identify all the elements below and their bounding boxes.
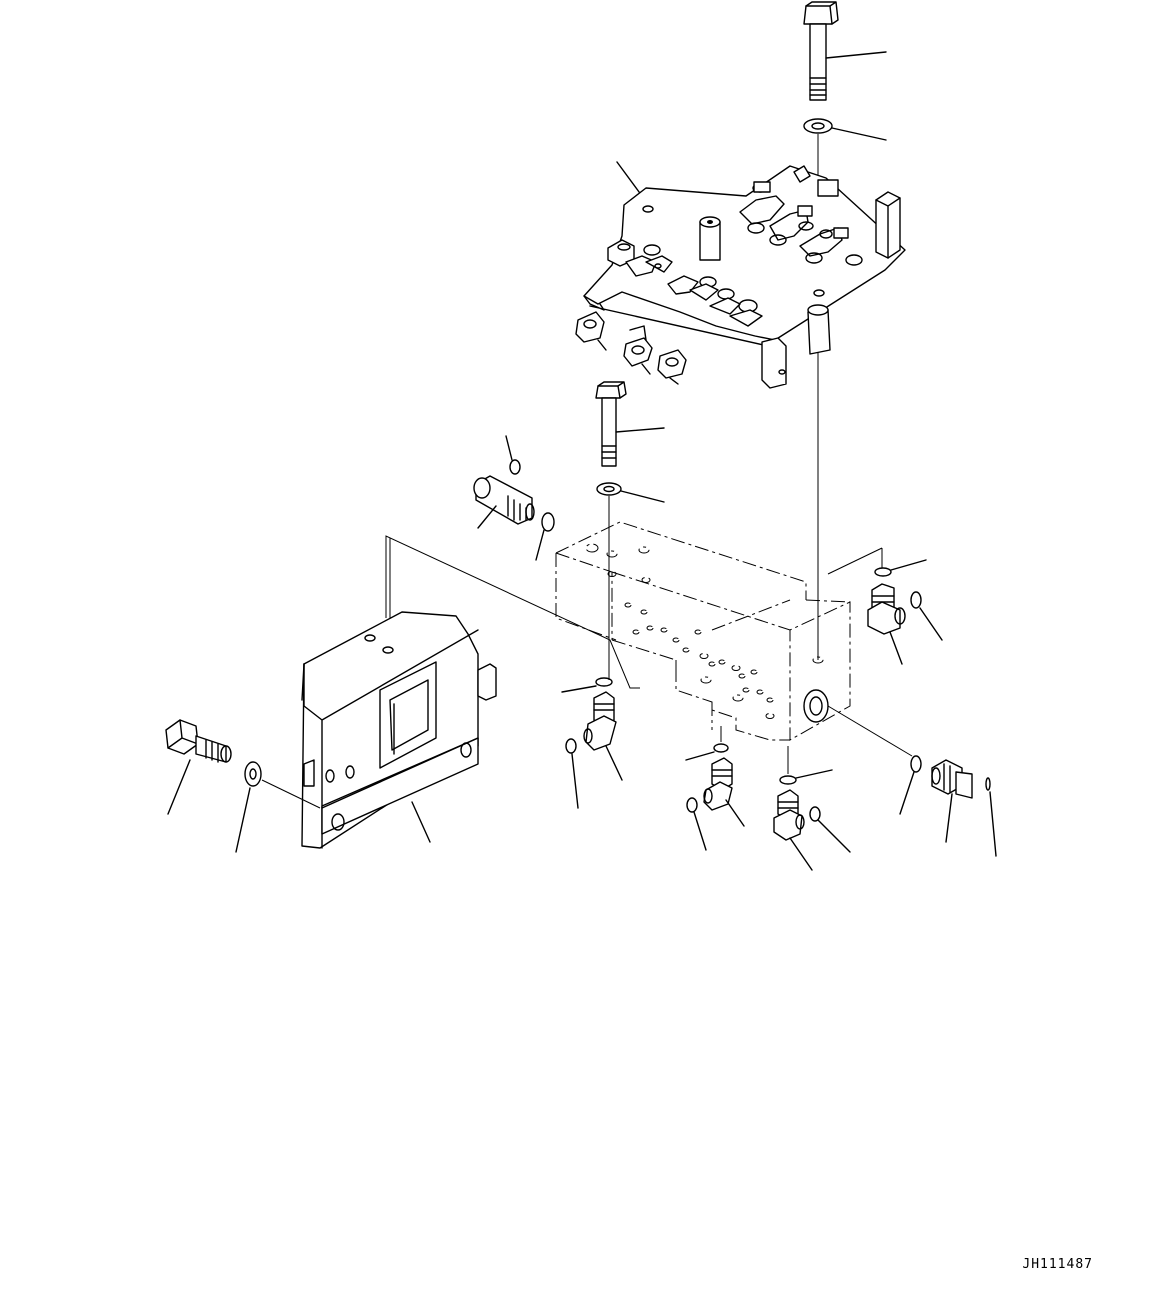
right-straight-fitting [827,705,997,857]
left-fitting-oring-bottom [535,512,555,561]
valve-block [555,521,851,741]
middle-bolt [595,381,665,467]
center-right-elbow [773,746,851,871]
bracket-bolt [165,719,232,815]
center-middle-elbow [685,726,745,851]
mounting-bracket [301,535,640,849]
top-washer [803,118,887,141]
middle-washer [596,482,665,503]
center-left-elbow [561,677,623,809]
left-fitting [473,475,535,529]
left-fitting-oring-top [505,435,521,475]
bracket-washer [235,761,321,853]
drawing-id-label: JH111487 [1022,1257,1093,1272]
right-elbow-fitting [827,547,943,665]
clamp-bracket [575,161,906,389]
top-bolt [803,1,887,101]
